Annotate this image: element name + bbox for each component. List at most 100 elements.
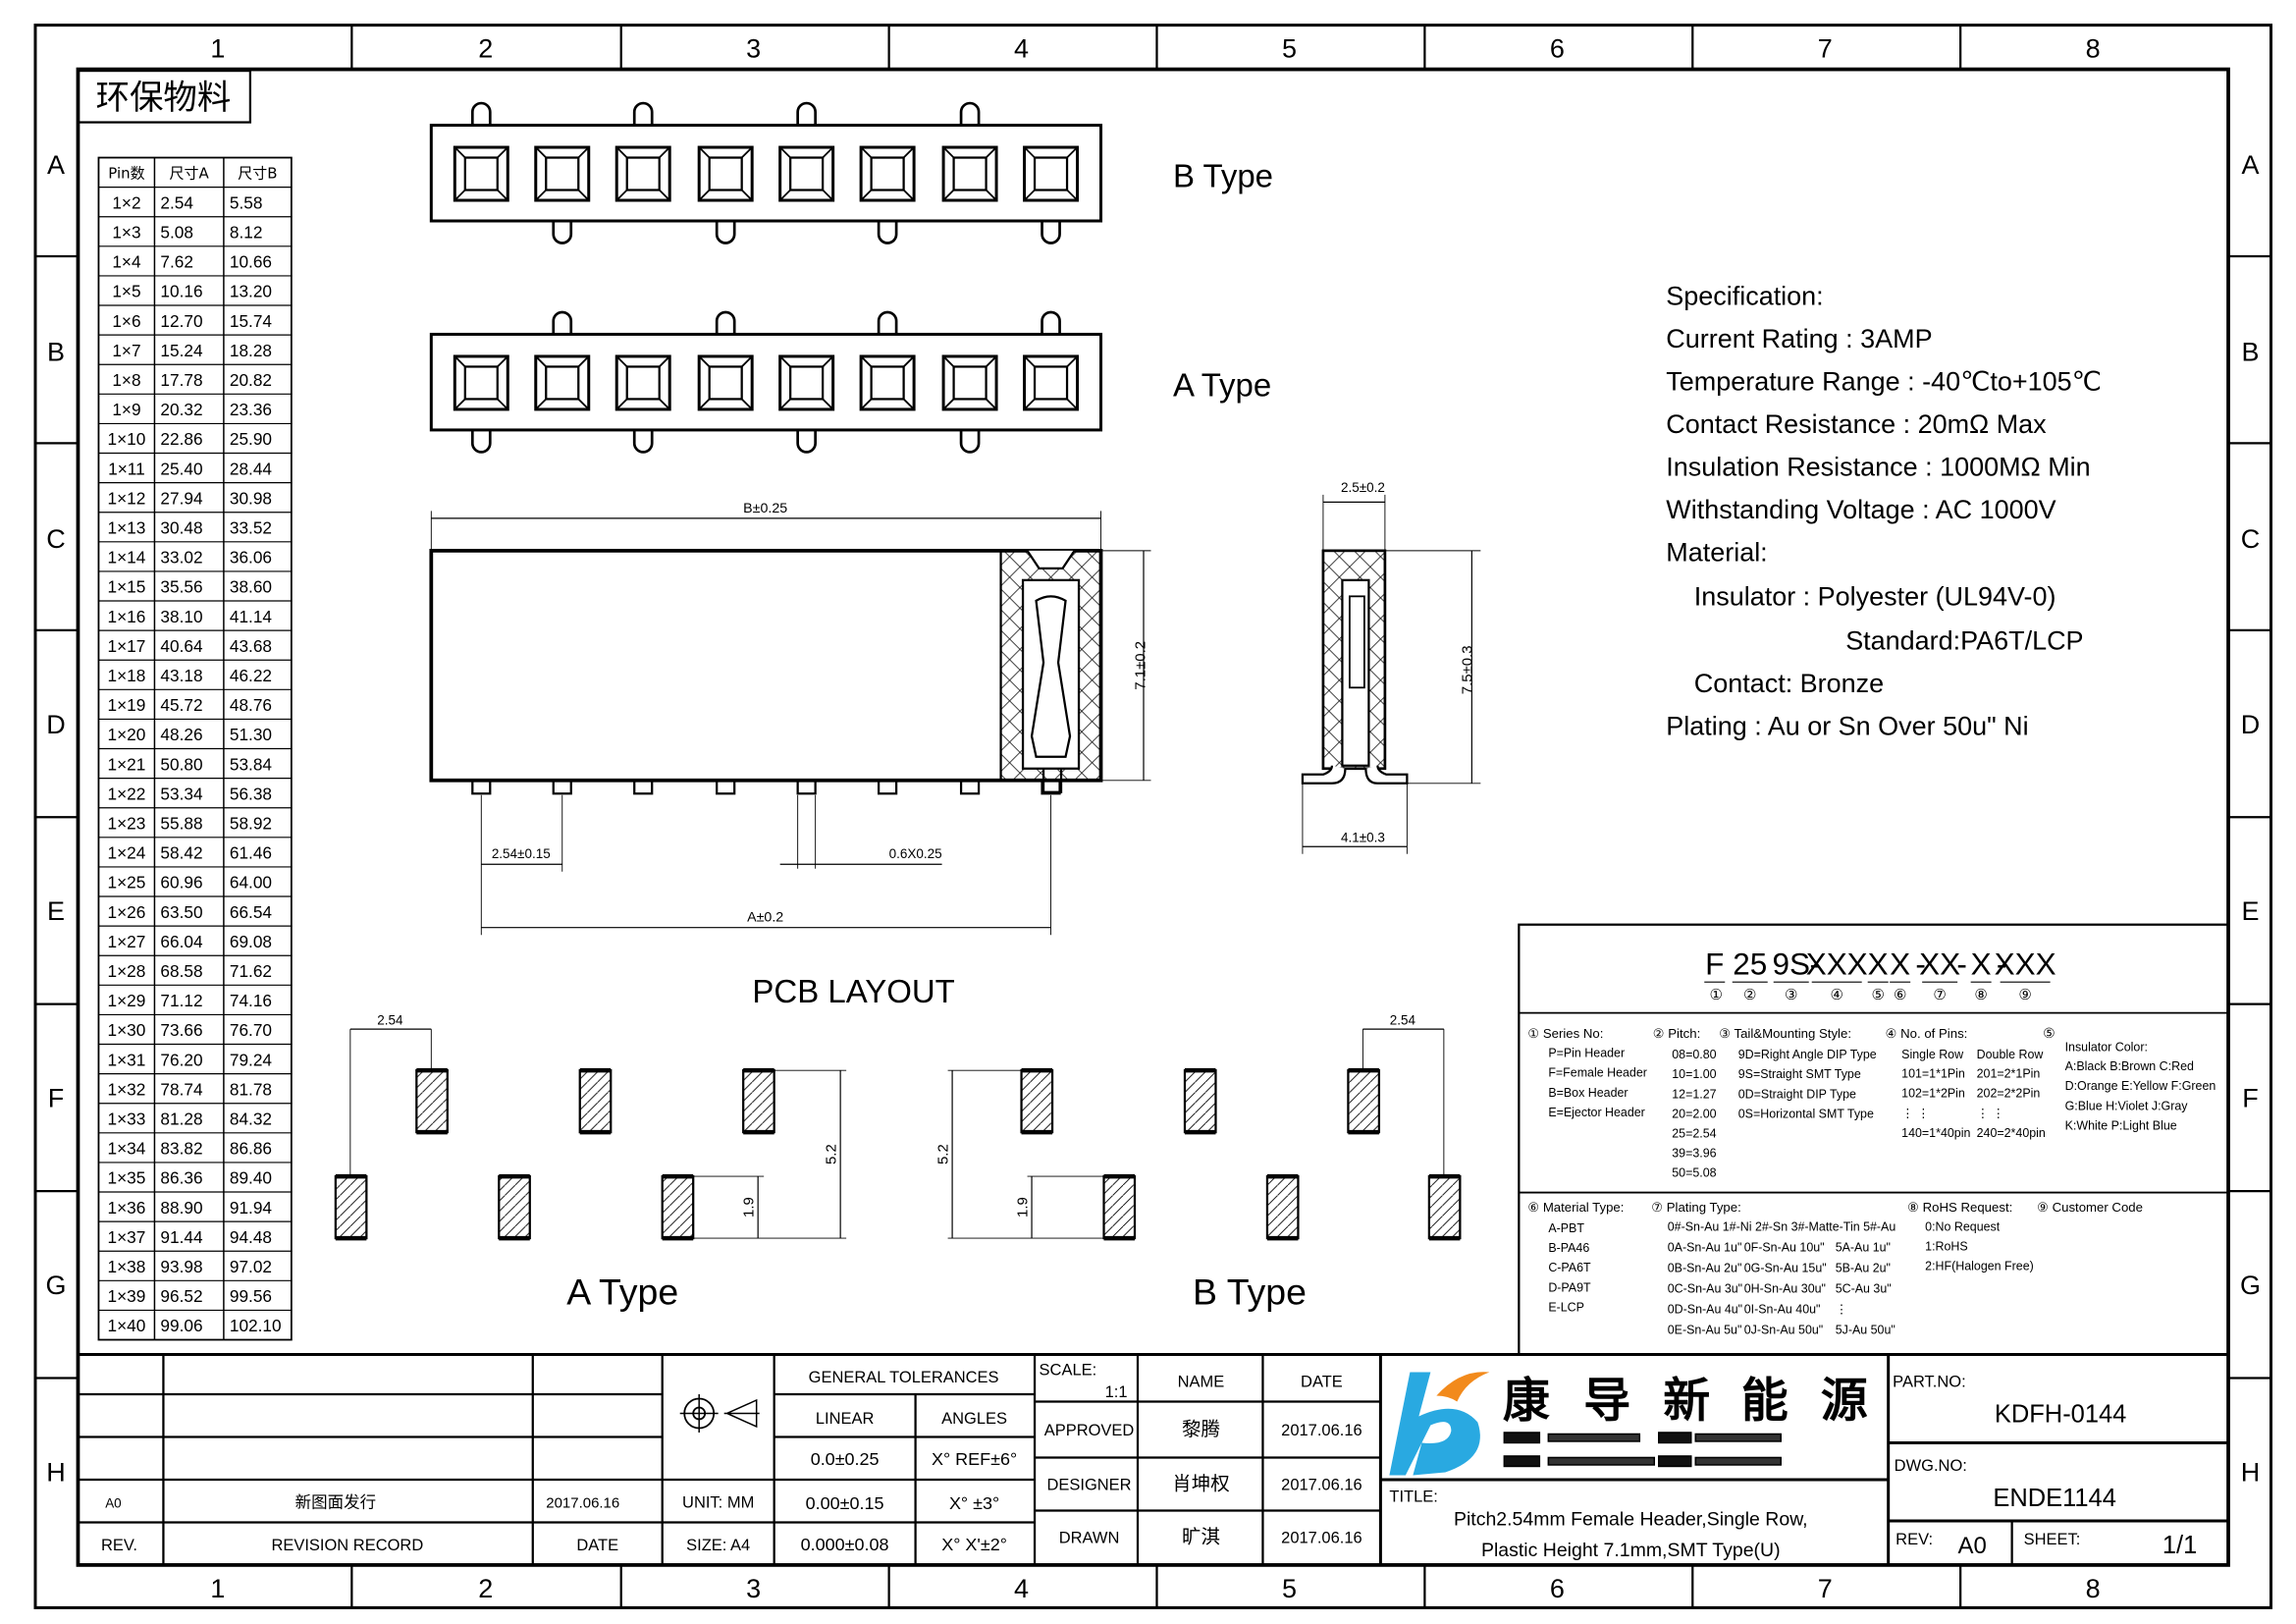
contact-info-illegible (1658, 1455, 1692, 1468)
pcb-pad (1183, 1069, 1217, 1134)
table-cell: 15.24 (160, 341, 203, 360)
part-code-number: ⑨ (2018, 987, 2031, 1003)
pins-double-item: 201=2*1Pin (1977, 1067, 2041, 1081)
plating-item: 0A-Sn-Au 1u" (1668, 1241, 1742, 1255)
table-cell: 1×5 (112, 282, 140, 301)
contact-opening (789, 156, 825, 191)
pitch-item: 39=3.96 (1672, 1147, 1716, 1161)
table-cell: 81.78 (230, 1079, 272, 1099)
table-cell: 64.00 (230, 873, 272, 893)
table-cell: 40.64 (160, 636, 203, 656)
grid-row-label: F (48, 1084, 64, 1113)
table-cell: 1×3 (112, 222, 140, 242)
rohs-item: 2:HF(Halogen Free) (1925, 1260, 2034, 1273)
table-cell: 17.78 (160, 370, 202, 390)
color-item: G:Blue H:Violet J:Gray (2065, 1099, 2189, 1112)
grid-row-label: C (46, 524, 65, 554)
material-item: C-PA6T (1548, 1261, 1591, 1274)
part-code-number: ⑤ (1871, 987, 1884, 1003)
pin-tail (552, 310, 573, 335)
spec-line: Insulator : Polyester (UL94V-0) (1694, 581, 2056, 611)
pcb-pad (1102, 1174, 1137, 1240)
table-cell: 1×33 (108, 1109, 146, 1128)
smt-pin-foot (796, 779, 817, 795)
cavity-chamfer (860, 146, 915, 201)
table-cell: 1×20 (108, 725, 146, 744)
contact-opening (463, 156, 499, 191)
rohs-item: 1:RoHS (1925, 1240, 1968, 1254)
table-cell: 56.38 (230, 784, 272, 803)
pcb-pad (498, 1174, 531, 1240)
cavity-chamfer (942, 146, 997, 201)
revision-record-header: REVISION RECORD (271, 1537, 423, 1554)
contact-opening (870, 365, 905, 401)
eco-label-box (77, 69, 252, 124)
table-cell: 22.86 (160, 429, 202, 449)
table-cell: 1×36 (108, 1198, 146, 1218)
table-cell: 94.48 (230, 1227, 272, 1247)
plating-item: 5J-Au 50u" (1836, 1324, 1896, 1337)
table-cell: 1×29 (108, 991, 146, 1010)
pins-single-item: 102=1*2Pin (1901, 1087, 1965, 1101)
material-item: E-LCP (1548, 1300, 1584, 1314)
rev-header: REV. (101, 1537, 137, 1554)
spec-line: Temperature Range : -40℃to+105℃ (1666, 366, 2102, 396)
pcb-pad (415, 1069, 449, 1134)
part-code-number: ① (1710, 987, 1723, 1003)
dim-pin-text: 0.6X0.25 (889, 846, 942, 861)
pitch-item: 10=1.00 (1672, 1067, 1716, 1081)
table-cell: 8.12 (230, 222, 263, 242)
contact-opening (545, 365, 580, 401)
part-code-segment: - (1997, 947, 2006, 982)
contact-info-illegible (1547, 1456, 1656, 1466)
dim-side-height-text: 7.5±0.3 (1459, 645, 1475, 694)
grid-row-label: G (45, 1271, 66, 1300)
plating-item: 0E-Sn-Au 5u" (1668, 1324, 1742, 1337)
grid-column-label: 8 (2086, 34, 2101, 64)
cavity-chamfer (860, 355, 915, 410)
contact-cavity (534, 145, 591, 202)
table-cell: 1×13 (108, 517, 146, 537)
grid-row-label: A (2242, 150, 2260, 180)
contact-cavity (941, 145, 998, 202)
pcb-pad (334, 1174, 368, 1240)
size-label: SIZE: A4 (686, 1537, 750, 1554)
company-name-char: 康 (1503, 1373, 1550, 1428)
pitch-item: 08=0.80 (1672, 1048, 1716, 1061)
side-contact-spring (1349, 595, 1365, 689)
title-label: TITLE: (1389, 1488, 1437, 1505)
pitch-item: 12=1.27 (1672, 1087, 1716, 1101)
company-name-char: 能 (1741, 1373, 1789, 1428)
spec-line: Insulation Resistance : 1000MΩ Min (1666, 452, 2090, 481)
title-line: Plastic Height 7.1mm,SMT Type(U) (1481, 1540, 1781, 1561)
plating-item: 5A-Au 1u" (1836, 1241, 1891, 1255)
grid-row-label: C (2241, 524, 2260, 554)
pcb-pad (1347, 1069, 1381, 1134)
dim-side-width-text: 2.5±0.2 (1341, 480, 1385, 495)
pin-tail (715, 221, 736, 244)
angle-tolerance: X° X'±2° (941, 1535, 1007, 1554)
pin-tail (715, 310, 736, 335)
table-cell: 68.58 (160, 961, 202, 981)
color-item: D:Orange E:Yellow F:Green (2065, 1079, 2216, 1093)
contact-cavity (1023, 354, 1080, 411)
grid-column-label: 7 (1818, 1574, 1833, 1603)
series-title: ① Series No: (1527, 1026, 1603, 1041)
table-cell: 2.54 (160, 192, 193, 212)
table-cell: 55.88 (160, 813, 202, 833)
contact-cavity (1023, 145, 1080, 202)
tail-item: 9D=Right Angle DIP Type (1738, 1048, 1877, 1061)
side-foot-left (1301, 765, 1347, 785)
table-cell: 71.62 (230, 961, 272, 981)
spec-line: Withstanding Voltage : AC 1000V (1666, 495, 2056, 524)
table-cell: 1×7 (112, 341, 140, 360)
grid-column-label: 3 (746, 34, 761, 64)
table-cell: 46.22 (230, 666, 272, 685)
housing-outline (429, 124, 1103, 223)
cavity-chamfer (454, 146, 508, 201)
scale-value: 1:1 (1105, 1383, 1128, 1401)
table-cell: 102.10 (230, 1316, 282, 1335)
table-cell: 41.14 (230, 607, 273, 626)
person-name: 肖坤权 (1172, 1472, 1229, 1494)
series-item: B=Box Header (1548, 1086, 1628, 1100)
